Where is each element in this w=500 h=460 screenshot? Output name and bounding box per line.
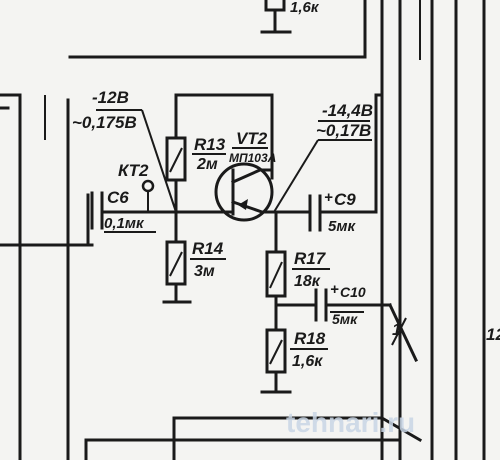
base-voltage-annotation: -12В ~0,175В xyxy=(72,88,177,213)
base-voltage-ac: ~0,175В xyxy=(72,113,137,132)
c9-value: 5мк xyxy=(328,218,356,235)
resistor-r14: R14 3м xyxy=(162,239,226,304)
kt2-label: КТ2 xyxy=(118,161,149,180)
top-resistor-label: 1,6к xyxy=(290,0,320,16)
c10-polarity: + xyxy=(330,281,339,298)
c6-name: C6 xyxy=(107,188,129,207)
r14-value: 3м xyxy=(194,263,215,280)
capacitor-c6: C6 0,1мк xyxy=(86,188,217,247)
capacitor-c10: + C10 5мк xyxy=(274,281,418,362)
collector-voltage-ac: ~0,17В xyxy=(316,121,371,140)
bottom-wiring xyxy=(84,415,423,460)
c10-value: 5мк xyxy=(332,311,358,327)
resistor-r13: R13 2м xyxy=(165,93,274,244)
resistor-r18: R18 1,6к xyxy=(260,328,328,394)
r13-value: 2м xyxy=(196,156,218,173)
c9-name: C9 xyxy=(334,190,356,209)
r18-value: 1,6к xyxy=(292,353,323,370)
vt2-name: VT2 xyxy=(236,129,268,148)
collector-voltage-dc: -14,4В xyxy=(322,101,373,120)
r17-name: R17 xyxy=(294,249,327,268)
c6-value: 0,1мк xyxy=(104,215,145,232)
collector-voltage-annotation: -14,4В ~0,17В xyxy=(273,101,373,213)
test-point-icon xyxy=(141,179,155,193)
r13-name: R13 xyxy=(194,135,226,154)
base-voltage-dc: -12В xyxy=(92,88,129,107)
top-resistor-fragment: 1,6к xyxy=(260,0,320,34)
wire-markers: 1 12 xyxy=(391,317,500,346)
transistor-vt2: VT2 МП103А xyxy=(213,129,312,222)
c9-polarity: + xyxy=(324,189,333,206)
r17-value: 18к xyxy=(294,273,321,290)
emitter-arrow-icon xyxy=(238,199,248,210)
capacitor-c9: + C9 5мк xyxy=(308,93,384,235)
left-lines xyxy=(0,93,94,460)
marker-12: 12 xyxy=(486,325,500,344)
vt2-type: МП103А xyxy=(229,151,276,165)
test-point-kt2: КТ2 xyxy=(118,161,155,212)
resistor-r17: R17 18к xyxy=(265,210,330,332)
c10-name: C10 xyxy=(340,284,366,300)
marker-1: 1 xyxy=(392,320,401,339)
right-bus-lines xyxy=(68,0,486,460)
r18-name: R18 xyxy=(294,329,326,348)
watermark: tehnari.ru xyxy=(286,407,415,438)
r14-name: R14 xyxy=(192,239,224,258)
